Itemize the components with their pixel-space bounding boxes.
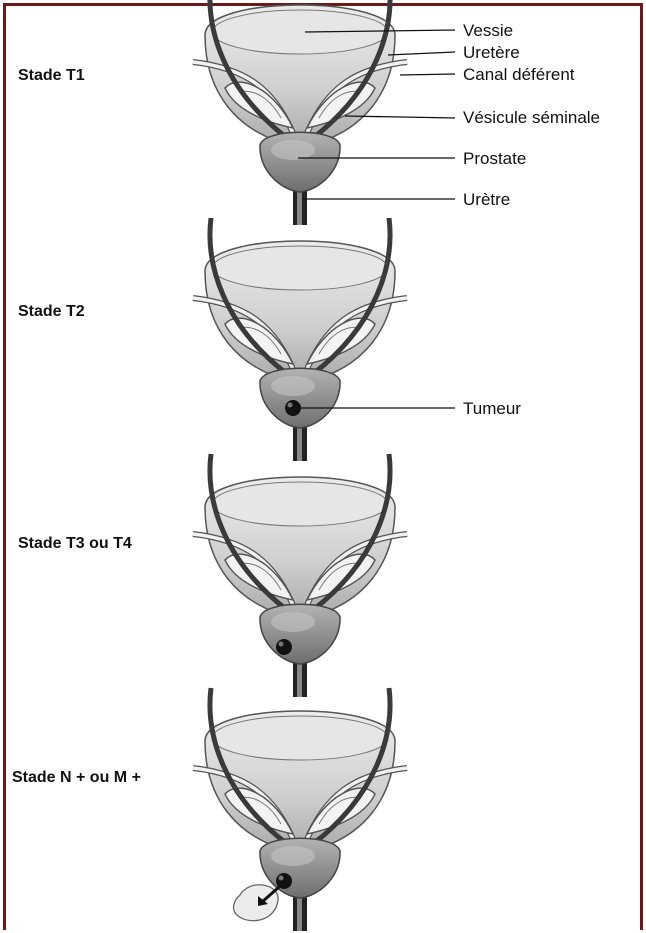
organ-illustration xyxy=(193,0,407,225)
stage-label: Stade N + ou M + xyxy=(12,769,141,786)
organ-illustration xyxy=(193,218,407,461)
label-vessie: Vessie xyxy=(463,21,513,40)
label-tumeur: Tumeur xyxy=(463,399,521,418)
label-vesicule-seminale: Vésicule séminale xyxy=(463,108,600,127)
label-prostate: Prostate xyxy=(463,149,526,168)
label-canal-deferent: Canal déférent xyxy=(463,65,575,84)
label-uretre: Urètre xyxy=(463,190,510,209)
stage-label: Stade T3 ou T4 xyxy=(18,535,132,552)
stage-n-m: Stade N + ou M + xyxy=(12,688,407,931)
organ-illustration xyxy=(193,454,407,697)
tumor-marker xyxy=(276,639,292,655)
leader-line xyxy=(400,74,455,75)
stage-t1: Stade T1 Vessie Uretère Canal déférent V… xyxy=(18,0,600,225)
stage-label: Stade T2 xyxy=(18,303,85,320)
organ-illustration xyxy=(193,688,407,931)
leader-line xyxy=(388,52,455,55)
stage-t2: Stade T2 Tumeur xyxy=(18,218,521,461)
tumor-marker xyxy=(285,400,301,416)
stage-t3-t4: Stade T3 ou T4 xyxy=(18,454,407,697)
metastasis-node xyxy=(234,885,279,921)
stage-label: Stade T1 xyxy=(18,67,85,84)
label-uretere: Uretère xyxy=(463,43,520,62)
